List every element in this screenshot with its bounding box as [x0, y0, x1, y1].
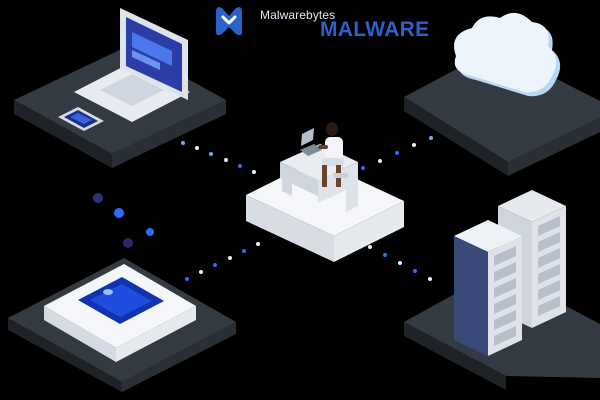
connection-dots [93, 129, 450, 281]
brand-header: Malwarebytes MALWARE [208, 2, 448, 42]
person-at-desk-icon [280, 122, 358, 212]
brand-headline: MALWARE [320, 18, 430, 41]
tablet-device-icon [44, 264, 196, 362]
brand-name: Malwarebytes [260, 8, 336, 22]
smartphone-icon [58, 107, 104, 131]
laptop-icon [74, 8, 190, 122]
malwarebytes-logo-icon [216, 7, 242, 36]
server-rack-icon [454, 190, 566, 356]
cloud-icon [454, 12, 561, 97]
